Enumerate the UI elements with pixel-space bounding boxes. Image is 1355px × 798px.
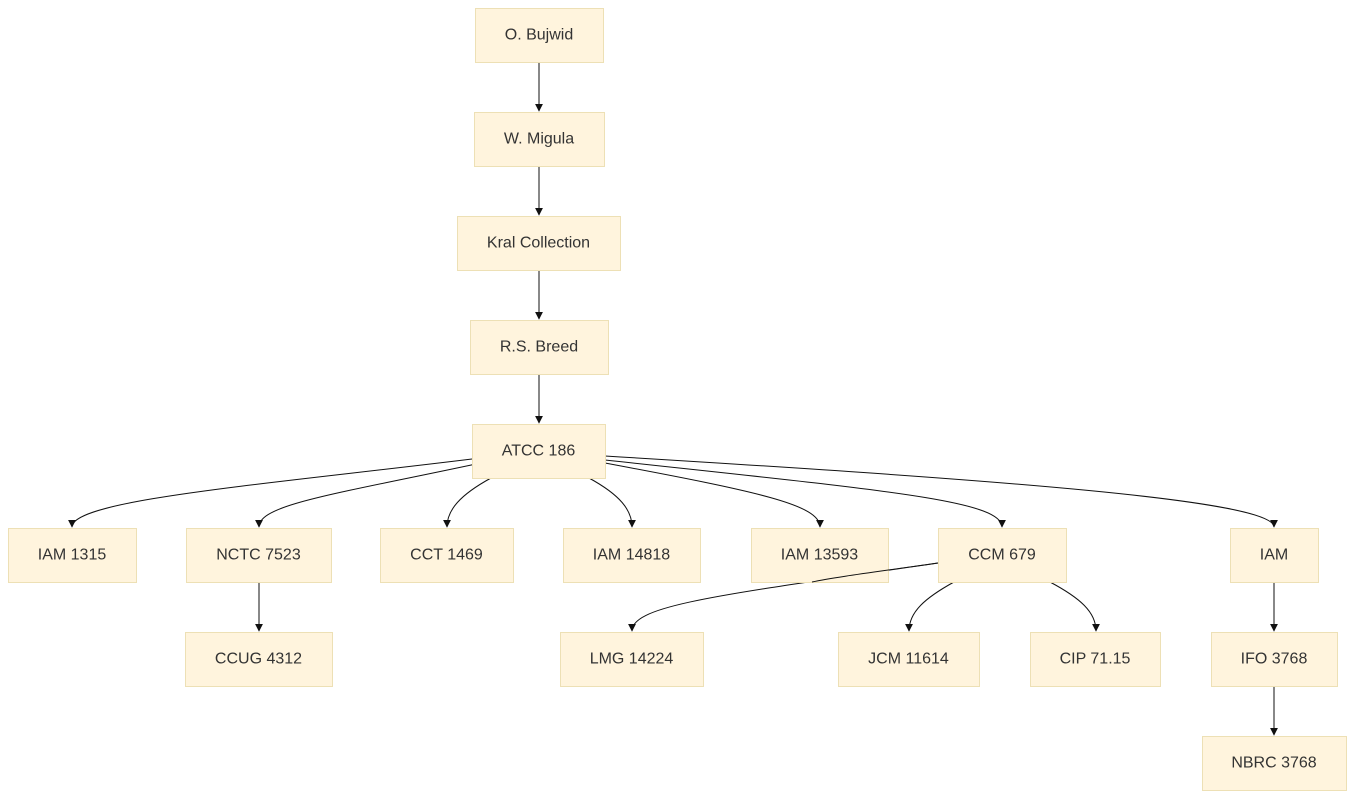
node-box bbox=[186, 528, 332, 583]
node-box bbox=[185, 632, 333, 687]
node-ccm679[interactable]: CCM 679 bbox=[938, 528, 1067, 583]
node-iam13593[interactable]: IAM 13593 bbox=[751, 528, 889, 583]
node-label: O. Bujwid bbox=[505, 27, 573, 44]
node-label: IAM 14818 bbox=[593, 547, 670, 564]
node-box bbox=[8, 528, 137, 583]
node-box bbox=[1211, 632, 1338, 687]
edges-layer bbox=[68, 62, 1278, 736]
node-iam14818[interactable]: IAM 14818 bbox=[563, 528, 701, 583]
node-atcc186[interactable]: ATCC 186 bbox=[472, 424, 606, 479]
edge-atcc186-to-nctc7523 bbox=[255, 463, 477, 528]
node-jcm11614[interactable]: JCM 11614 bbox=[838, 632, 980, 687]
node-label: Kral Collection bbox=[487, 235, 590, 252]
node-box bbox=[1230, 528, 1319, 583]
node-cip7115[interactable]: CIP 71.15 bbox=[1030, 632, 1161, 687]
node-cct1469[interactable]: CCT 1469 bbox=[380, 528, 514, 583]
node-label: CCT 1469 bbox=[410, 547, 483, 564]
node-kral[interactable]: Kral Collection bbox=[457, 216, 621, 271]
node-box bbox=[838, 632, 980, 687]
node-label: CCM 679 bbox=[968, 547, 1036, 564]
node-label: CCUG 4312 bbox=[215, 651, 302, 668]
node-migula[interactable]: W. Migula bbox=[474, 112, 605, 167]
node-box bbox=[457, 216, 621, 271]
node-label: IAM 13593 bbox=[781, 547, 858, 564]
node-label: W. Migula bbox=[504, 131, 574, 148]
edge-ccm679-to-jcm11614 bbox=[905, 581, 955, 632]
node-lmg14224[interactable]: LMG 14224 bbox=[560, 632, 704, 687]
node-box bbox=[470, 320, 609, 375]
node-iam1315[interactable]: IAM 1315 bbox=[8, 528, 137, 583]
node-label: CIP 71.15 bbox=[1060, 651, 1131, 668]
node-ccug4312[interactable]: CCUG 4312 bbox=[185, 632, 333, 687]
node-box bbox=[472, 424, 606, 479]
edge-atcc186-to-iam1315 bbox=[68, 458, 473, 528]
node-box bbox=[563, 528, 701, 583]
node-label: ATCC 186 bbox=[502, 443, 576, 460]
node-bujwid[interactable]: O. Bujwid bbox=[475, 8, 604, 63]
node-box bbox=[380, 528, 514, 583]
node-box bbox=[1030, 632, 1161, 687]
node-label: IAM bbox=[1260, 547, 1288, 564]
edge-atcc186-to-cct1469 bbox=[443, 477, 492, 528]
node-box bbox=[938, 528, 1067, 583]
node-box bbox=[474, 112, 605, 167]
node-label: JCM 11614 bbox=[868, 651, 949, 668]
edge-atcc186-to-iam13593 bbox=[604, 462, 824, 528]
node-label: IAM 1315 bbox=[38, 547, 107, 564]
node-label: R.S. Breed bbox=[500, 339, 578, 356]
edge-atcc186-to-iam14818 bbox=[588, 477, 636, 528]
node-box bbox=[1202, 736, 1347, 791]
node-iam[interactable]: IAM bbox=[1230, 528, 1319, 583]
node-box bbox=[560, 632, 704, 687]
node-nbrc3768[interactable]: NBRC 3768 bbox=[1202, 736, 1347, 791]
edge-atcc186-to-ccm679 bbox=[604, 459, 1006, 528]
node-ifo3768[interactable]: IFO 3768 bbox=[1211, 632, 1338, 687]
edge-ccm679-to-lmg14224-overlay bbox=[811, 562, 939, 583]
node-box bbox=[475, 8, 604, 63]
node-breed[interactable]: R.S. Breed bbox=[470, 320, 609, 375]
node-label: NBRC 3768 bbox=[1231, 755, 1316, 772]
node-nctc7523[interactable]: NCTC 7523 bbox=[186, 528, 332, 583]
edge-atcc186-to-iam bbox=[604, 455, 1278, 528]
node-label: IFO 3768 bbox=[1241, 651, 1308, 668]
node-label: LMG 14224 bbox=[590, 651, 674, 668]
node-label: NCTC 7523 bbox=[216, 547, 301, 564]
edge-ccm679-to-cip7115 bbox=[1049, 581, 1100, 632]
